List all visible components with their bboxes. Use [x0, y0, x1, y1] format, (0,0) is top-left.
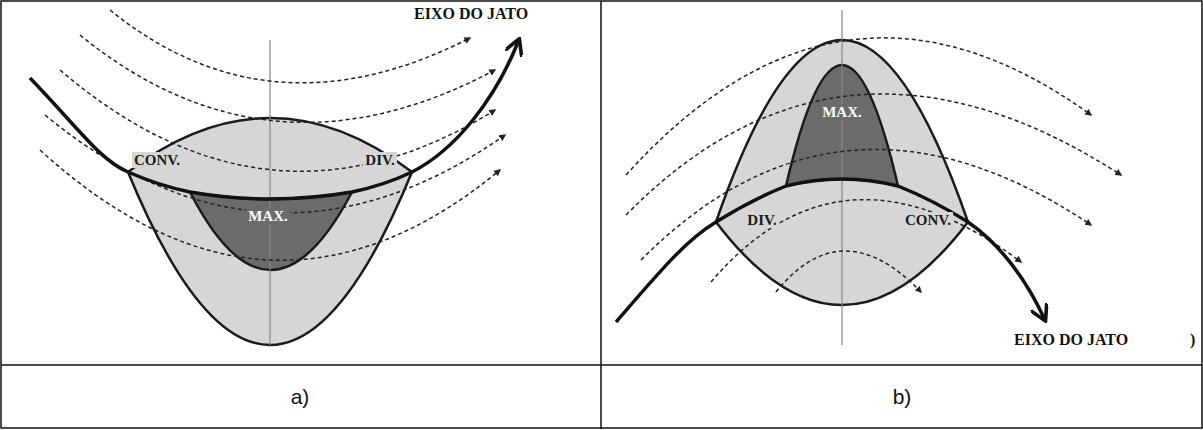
streamline — [776, 251, 921, 292]
center-line — [269, 40, 270, 345]
streamline — [711, 200, 1021, 282]
axis-label: EIXO DO JATO — [412, 5, 530, 23]
axis-label: EIXO DO JATO — [1012, 331, 1130, 349]
region-label: DIV. — [745, 212, 778, 229]
region-label: CONV. — [132, 152, 182, 169]
panel-label: a) — [291, 385, 310, 408]
streamline — [60, 70, 495, 171]
streamline — [626, 38, 1091, 175]
jet-axis — [616, 179, 1044, 322]
streamline — [40, 150, 500, 260]
panel-label: b) — [893, 385, 912, 408]
region-label: CONV. — [903, 212, 953, 229]
axis-label: ) — [1188, 331, 1197, 349]
region-label: DIV. — [363, 152, 396, 169]
panel-b-drawing — [616, 10, 1121, 345]
panel-a-drawing — [30, 10, 518, 345]
max-label: MAX. — [246, 208, 290, 225]
streamline — [641, 149, 1091, 260]
streamline — [626, 94, 1121, 215]
max-label: MAX. — [820, 104, 864, 121]
jet-axis — [30, 42, 518, 199]
streamline — [80, 35, 495, 122]
caption-divider — [1, 364, 1202, 366]
